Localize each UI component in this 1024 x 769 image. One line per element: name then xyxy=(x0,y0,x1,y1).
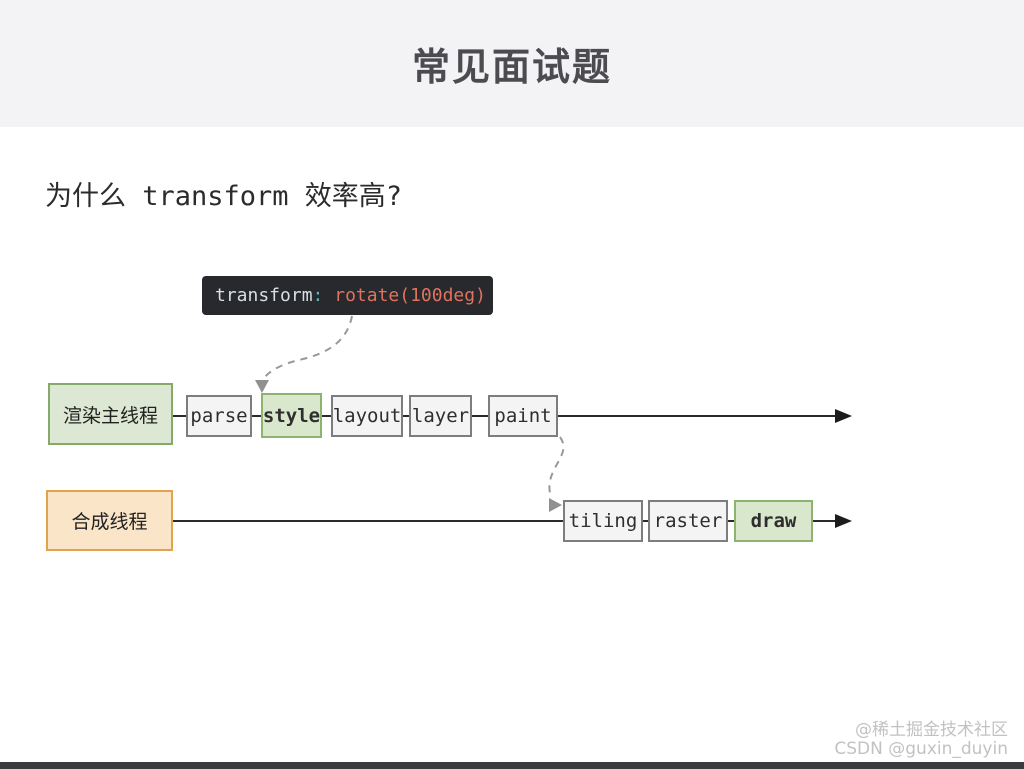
step-raster-label: raster xyxy=(653,510,723,532)
step-layer: layer xyxy=(409,395,472,437)
step-tiling: tiling xyxy=(563,500,643,542)
step-parse-label: parse xyxy=(190,405,248,427)
step-draw-label: draw xyxy=(750,510,797,532)
css-colon: : xyxy=(312,285,324,306)
page-title: 常见面试题 xyxy=(411,45,612,89)
step-parse: parse xyxy=(186,395,252,437)
step-raster: raster xyxy=(648,500,728,542)
dashed-arrow-paint-to-tiling xyxy=(548,436,565,494)
step-layer-label: layer xyxy=(411,405,470,427)
compositor-thread-arrowhead xyxy=(835,514,852,528)
bottom-bar xyxy=(0,762,1024,769)
step-paint: paint xyxy=(488,395,558,437)
step-draw: draw xyxy=(734,500,813,542)
dashed-arrow-code-to-style xyxy=(261,315,353,382)
step-layout: layout xyxy=(331,395,403,437)
compositor-thread-label: 合成线程 xyxy=(71,511,148,533)
question-text: 为什么 transform 效率高? xyxy=(45,181,403,212)
css-property: transform xyxy=(215,285,313,306)
step-style: style xyxy=(261,393,322,438)
page-header: 常见面试题 xyxy=(0,0,1024,127)
code-snippet: transform: rotate(100deg) xyxy=(202,276,493,315)
main-thread-arrowhead xyxy=(835,409,852,423)
main-thread-label: 渲染主线程 xyxy=(62,404,158,427)
compositor-thread-box: 合成线程 xyxy=(46,490,173,551)
step-style-label: style xyxy=(262,404,321,427)
step-tiling-label: tiling xyxy=(568,510,638,532)
step-layout-label: layout xyxy=(332,405,402,427)
dashed-arrow-code-to-style-head xyxy=(255,380,269,393)
main-thread-box: 渲染主线程 xyxy=(48,383,173,445)
step-paint-label: paint xyxy=(494,405,552,427)
watermark-line1: @稀土掘金技术社区 xyxy=(855,720,1008,740)
css-value: rotate(100deg) xyxy=(323,285,486,306)
watermark-line2: CSDN @guxin_duyin xyxy=(834,739,1008,759)
dashed-arrow-paint-to-tiling-head xyxy=(549,498,562,512)
watermark: @稀土掘金技术社区 CSDN @guxin_duyin xyxy=(834,721,1008,759)
